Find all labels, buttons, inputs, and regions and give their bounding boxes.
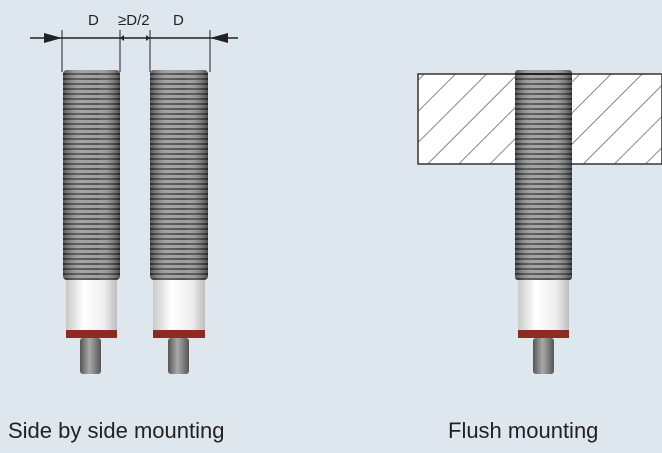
caption-side-by-side: Side by side mounting xyxy=(8,418,225,443)
dim-label-d-right: D xyxy=(173,12,184,29)
dimension-line: D ≥D/2 D xyxy=(30,12,238,72)
sensor-left xyxy=(63,70,120,374)
sensor-right xyxy=(150,70,208,374)
sensor-flush xyxy=(515,70,572,374)
caption-flush: Flush mounting xyxy=(448,418,599,443)
dim-label-d-left: D xyxy=(88,12,99,29)
dim-label-gap: ≥D/2 xyxy=(118,12,150,29)
